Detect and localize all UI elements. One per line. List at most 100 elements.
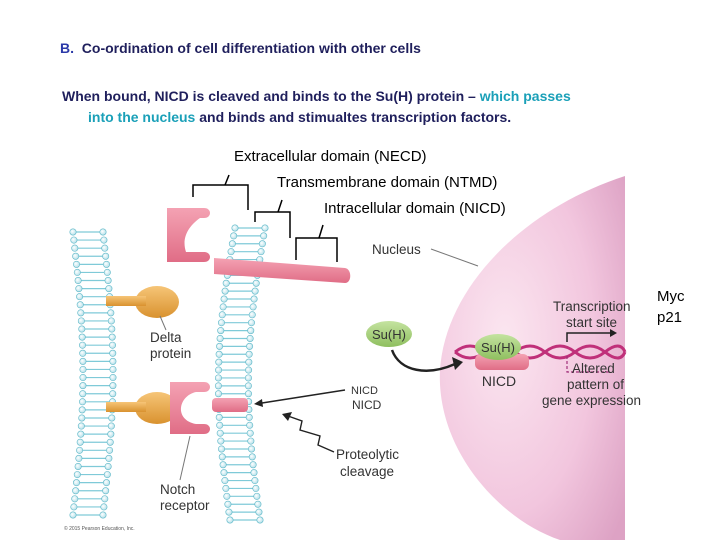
delta-cell-membrane-lipid-head: [103, 471, 111, 479]
notch-cell-membrane-lipid-head: [215, 413, 223, 421]
delta-cell-membrane-lipid-head: [69, 228, 77, 236]
nicd-original-label: NICD: [352, 398, 382, 412]
notch-cell-membrane-lipid-head: [247, 319, 255, 327]
delta-cell-membrane-lipid-head: [109, 374, 117, 382]
notch-cell-membrane-lipid-head: [258, 240, 266, 248]
delta-cell-membrane-lipid-head: [101, 495, 109, 503]
notch-cell-membrane-lipid-head: [255, 508, 263, 516]
delta-cell-membrane-lipid-head: [77, 422, 85, 430]
notch-cell-membrane-lipid-head: [246, 342, 254, 350]
delta-cell-membrane-lipid-head: [104, 462, 112, 470]
notch-cell-membrane-lipid-head: [221, 477, 229, 485]
notch-cell-membrane-lipid-head: [215, 358, 223, 366]
notch-cell-membrane-lipid-head: [215, 350, 223, 358]
delta-cell-membrane-lipid-head: [73, 260, 81, 268]
delta-cell-membrane-lipid-head: [76, 438, 84, 446]
delta-cell-membrane-lipid-head: [77, 430, 85, 438]
notch-cell-membrane-lipid-head: [252, 279, 260, 287]
notch-cell-membrane-lipid-head: [215, 366, 223, 374]
target-p21: p21: [657, 309, 683, 326]
notch-cell-membrane-lipid-head: [246, 334, 254, 342]
description-part3: into the nucleus: [88, 109, 196, 125]
description: When bound, NICD is cleaved and binds to…: [62, 86, 662, 128]
delta-label-1: Delta: [150, 330, 182, 345]
notch-cell-membrane-lipid-head: [261, 224, 269, 232]
delta-cell-membrane-lipid-head: [70, 236, 78, 244]
delta-cell-membrane-lipid-head: [108, 333, 116, 341]
nicd-arrow: [261, 389, 346, 404]
notch-cell-membrane-lipid-head: [214, 382, 222, 390]
delta-leader: [159, 315, 167, 331]
delta-cell-membrane-lipid-head: [78, 333, 86, 341]
target-genes: Myc p21: [657, 286, 685, 328]
delta-cell-membrane-lipid-head: [75, 285, 83, 293]
delta-cell-membrane-lipid-head: [109, 390, 117, 398]
notch-cell-membrane-lipid-head: [223, 492, 231, 500]
notch-cell-membrane-lipid-head: [247, 327, 255, 335]
altered-label-2: pattern of: [567, 377, 624, 392]
notch-cell-membrane-lipid-head: [245, 358, 253, 366]
notch-cell-membrane-lipid-head: [219, 461, 227, 469]
notch-cell-membrane-lipid-head: [248, 445, 256, 453]
nicd-overlay-label: NICD: [351, 385, 378, 397]
notch-intracellular-domain: [214, 258, 351, 283]
notch-cell-membrane-lipid-head: [245, 366, 253, 374]
notch-cell-membrane-lipid-head: [231, 224, 239, 232]
notch-cell-membrane-lipid-head: [244, 390, 252, 398]
notch-cell-membrane-lipid-head: [245, 413, 253, 421]
heading-letter: B.: [60, 40, 74, 56]
delta-cell-membrane-lipid-head: [103, 260, 111, 268]
notch-cell-membrane-lipid-head: [217, 327, 225, 335]
notch-cell-membrane-lipid-head: [230, 232, 238, 240]
delta-cell-membrane-lipid-head: [107, 422, 115, 430]
notch-cell-membrane-lipid-head: [222, 279, 230, 287]
notch-cell-membrane-lipid-head: [248, 453, 256, 461]
bracket-intracellular: [295, 237, 338, 262]
delta-cell-membrane-lipid-head: [106, 446, 114, 454]
delta-cell-membrane-lipid-head: [79, 349, 87, 357]
tss-label-2: start site: [566, 315, 617, 330]
delta-cell-membrane-lipid-head: [103, 479, 111, 487]
delta-cell-membrane-lipid-head: [99, 228, 107, 236]
delta-cell-membrane-lipid-head: [79, 341, 87, 349]
delta-cell-membrane-lipid-head: [78, 414, 86, 422]
delta-cell-membrane-lipid-head: [79, 374, 87, 382]
bracket-extracellular: [192, 184, 249, 210]
copyright: © 2015 Pearson Education, Inc.: [64, 526, 135, 532]
cell-membranes: [69, 224, 269, 524]
notch-leader: [179, 435, 191, 481]
notch-cell-membrane-lipid-head: [244, 374, 252, 382]
delta-cell-membrane-lipid-head: [105, 454, 113, 462]
transmembrane-domain-label: Transmembrane domain (NTMD): [277, 174, 498, 191]
cleavage-label-1: Proteolytic: [336, 447, 399, 462]
transcription-start-arrow: [566, 332, 610, 342]
notch-cell-membrane-lipid-head: [214, 390, 222, 398]
delta-cell-membrane-lipid-head: [78, 406, 86, 414]
delta-cell-membrane-lipid-head: [99, 511, 107, 519]
notch-label-1: Notch: [160, 482, 195, 497]
delta-cell-membrane-lipid-head: [77, 309, 85, 317]
delta-cell-membrane-lipid-head: [76, 293, 84, 301]
delta-cell-membrane-lipid-head: [104, 277, 112, 285]
suh-protein-free: [366, 321, 412, 347]
delta-cell-membrane-lipid-head: [76, 301, 84, 309]
delta-cell-membrane-lipid-head: [72, 252, 80, 260]
bracket-transmembrane: [254, 211, 291, 238]
notch-cell-membrane-lipid-head: [228, 240, 236, 248]
delta-cell-membrane-lipid-head: [109, 365, 117, 373]
delta-cell-membrane-lipid-head: [108, 414, 116, 422]
notch-cell-membrane-lipid-head: [245, 350, 253, 358]
description-part2: which passes: [479, 88, 571, 104]
delta-cell-membrane-lipid-head: [103, 268, 111, 276]
notch-cell-membrane-lipid-head: [254, 500, 262, 508]
notch-cell-membrane-lipid-head: [216, 342, 224, 350]
suh-transport-arrow: [390, 349, 456, 372]
suh-arrow-head: [452, 357, 463, 370]
suh-protein-bound: [475, 334, 521, 360]
delta-cell-membrane-lipid-head: [79, 398, 87, 406]
notch-cell-membrane-lipid-head: [227, 248, 235, 256]
delta-cell-membrane-lipid-head: [107, 317, 115, 325]
cleavage-label-2: cleavage: [340, 464, 394, 479]
delta-cell-membrane-lipid-head: [70, 503, 78, 511]
delta-cell-membrane-lipid-head: [108, 325, 116, 333]
